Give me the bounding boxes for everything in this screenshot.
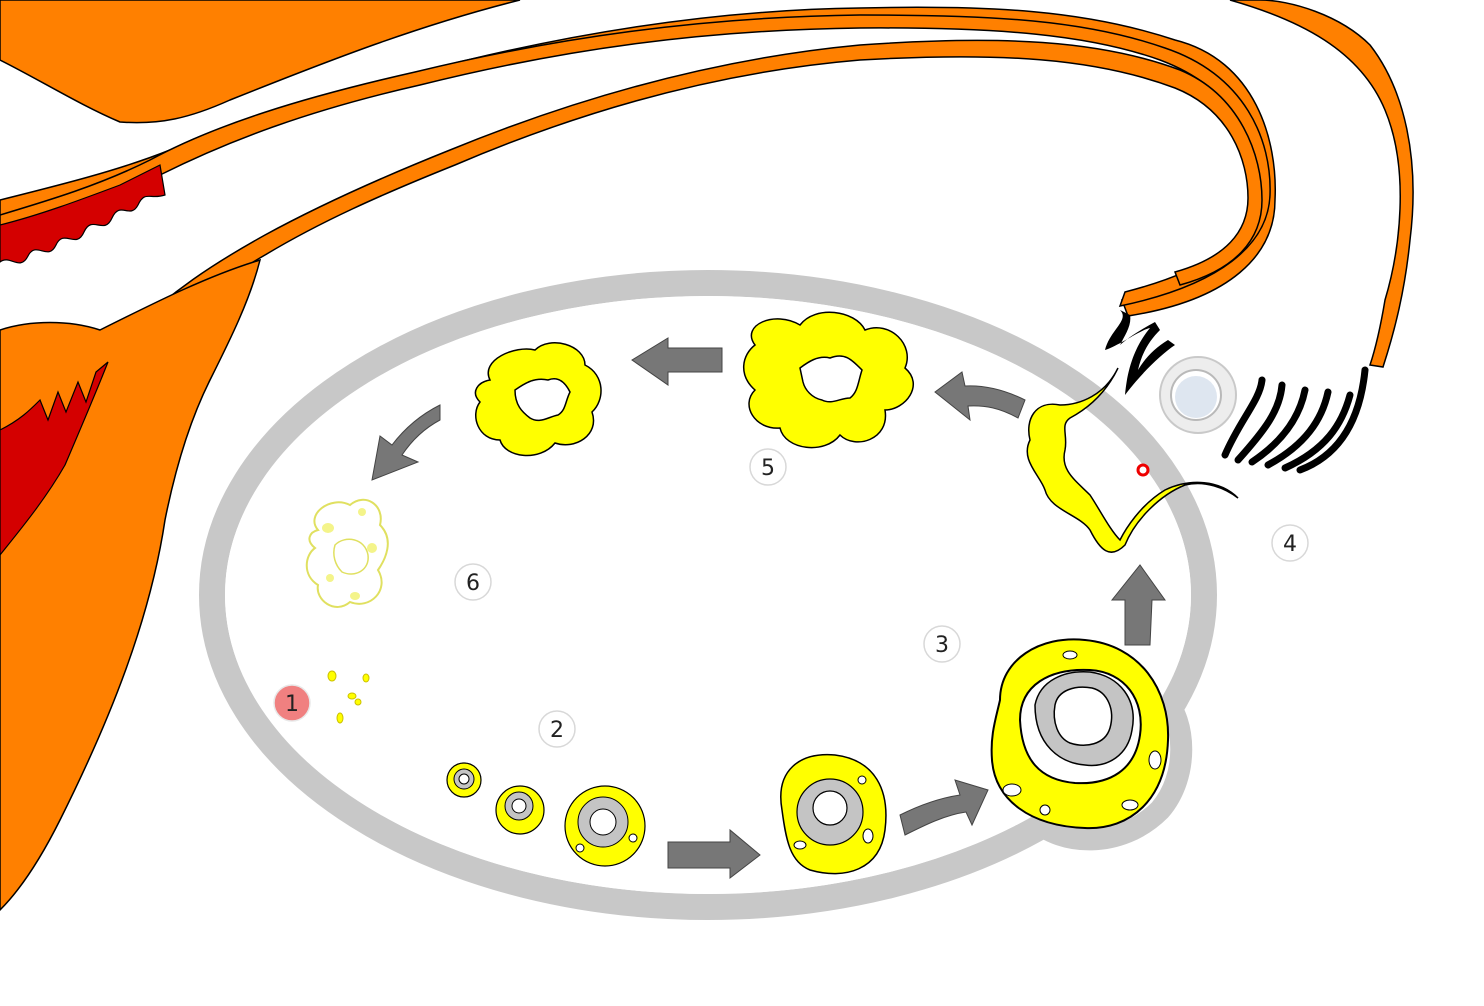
corpus-luteum-regressing [474, 342, 602, 457]
ovary [199, 270, 1217, 920]
follicle-sequence [327, 638, 1170, 875]
stage-label-4-text: 4 [1283, 532, 1297, 557]
uterus-body [0, 0, 521, 124]
corpus-luteum [743, 311, 914, 449]
luteal-sequence [305, 311, 1239, 608]
graafian-follicle [990, 638, 1170, 830]
secondary-follicle [564, 785, 646, 867]
stage-label-2[interactable]: 2 [538, 710, 576, 748]
ovary-interior [225, 296, 1191, 894]
primary-follicle [446, 762, 482, 798]
stage-label-3[interactable]: 3 [923, 625, 961, 663]
cycle-arrow-icon [371, 404, 441, 481]
fimbria-right [1221, 366, 1369, 474]
fallopian-tube-lower [0, 14, 1271, 308]
cycle-arrows [371, 337, 1166, 880]
cycle-arrow-icon [631, 337, 723, 386]
stage-label-2-text: 2 [550, 718, 564, 743]
stage-label-5[interactable]: 5 [749, 448, 787, 486]
cycle-arrow-icon [899, 779, 989, 836]
uterine-outer-band [0, 39, 1263, 522]
stage-label-1-text: 1 [285, 692, 299, 717]
stage-label-4[interactable]: 4 [1271, 524, 1309, 562]
corpus-albicans [305, 498, 389, 608]
secondary-follicle-small [495, 785, 545, 835]
oocyte-cell [1175, 376, 1217, 418]
primordial-follicles [327, 670, 370, 724]
stage-label-1[interactable]: 1 [273, 684, 311, 722]
ovary-wall [199, 270, 1217, 920]
fimbria-left [1105, 310, 1175, 395]
red-dot-marker [1136, 463, 1150, 477]
endometrium-upper [0, 164, 166, 264]
stage-label-6[interactable]: 6 [454, 563, 492, 601]
stage-labels: 1 2 3 4 5 6 [273, 448, 1309, 748]
cycle-arrow-icon [1110, 564, 1166, 646]
cycle-arrow-icon [667, 828, 761, 880]
stage-label-3-text: 3 [935, 633, 949, 658]
stage-label-6-text: 6 [466, 571, 480, 596]
fallopian-tube-distal [1229, 0, 1414, 368]
oocyte-corona [1159, 356, 1237, 434]
released-oocyte [1159, 356, 1237, 434]
endometrium-lower [0, 361, 109, 556]
oocyte-zona [1170, 369, 1222, 421]
tertiary-follicle [780, 753, 887, 875]
endometrium [0, 164, 166, 556]
ovary-bulge [1027, 692, 1193, 851]
cycle-arrow-icon [934, 371, 1026, 422]
ruptured-follicle [1026, 367, 1239, 553]
fimbriae [1105, 310, 1369, 474]
stage-label-5-text: 5 [761, 456, 775, 481]
